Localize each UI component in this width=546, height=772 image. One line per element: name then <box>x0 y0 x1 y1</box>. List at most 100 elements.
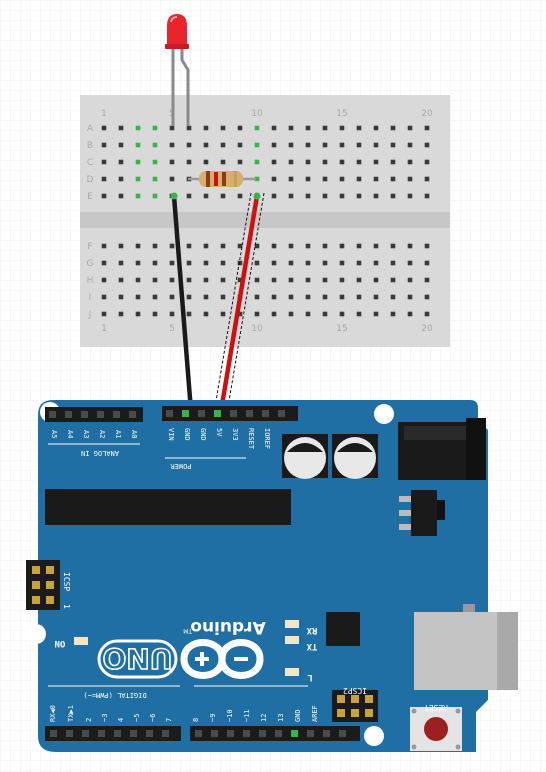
breadboard-row-letter: I <box>89 293 92 303</box>
digital-pin-label: 13 <box>277 714 285 722</box>
wire-selection-outline-right <box>226 192 265 414</box>
breadboard-hole <box>373 277 379 283</box>
reset-button[interactable] <box>410 707 462 751</box>
resistor-band-2 <box>214 172 218 186</box>
breadboard-hole <box>152 159 158 165</box>
header-pin <box>230 410 237 417</box>
breadboard-row-letter: D <box>87 175 94 185</box>
uno-text: UNO <box>103 642 173 675</box>
breadboard-hole <box>424 176 430 182</box>
breadboard-hole <box>118 311 124 317</box>
breadboard-hole <box>390 159 396 165</box>
breadboard-hole <box>288 311 294 317</box>
breadboard-hole <box>254 125 260 131</box>
breadboard-hole <box>407 176 413 182</box>
breadboard-hole <box>237 277 243 283</box>
breadboard-row-letter: C <box>87 158 93 168</box>
breadboard-hole <box>407 243 413 249</box>
breadboard-hole <box>203 243 209 249</box>
breadboard-hole <box>271 243 277 249</box>
icsp-pins <box>32 566 54 604</box>
breadboard-hole <box>101 176 107 182</box>
wire-black-gnd <box>171 193 194 414</box>
digital-pin-label: ~10 <box>226 709 234 722</box>
breadboard-hole <box>356 294 362 300</box>
header-pin <box>129 411 136 418</box>
breadboard-hole <box>152 125 158 131</box>
wires <box>170 192 265 414</box>
breadboard-hole <box>424 159 430 165</box>
digital-pin-label: RX◀0 <box>49 705 57 722</box>
digital-pin-label: ~5 <box>133 714 141 722</box>
breadboard-hole <box>135 125 141 131</box>
breadboard-hole <box>254 311 260 317</box>
breadboard-row-letter: B <box>87 141 93 151</box>
breadboard-hole <box>169 125 175 131</box>
header-pin <box>246 410 253 417</box>
l-label: L <box>307 672 313 682</box>
breadboard-hole <box>271 176 277 182</box>
breadboard-hole <box>339 193 345 199</box>
breadboard-hole <box>407 159 413 165</box>
breadboard-hole <box>271 159 277 165</box>
digital-label: DIGITAL (PWM=~) <box>83 691 146 699</box>
wire-red-end-breadboard <box>253 192 261 200</box>
usb-tab <box>463 604 475 614</box>
breadboard-hole <box>271 294 277 300</box>
icsp2-pin <box>337 709 345 717</box>
breadboard: 1155101015152020ABCDEFGHIJ <box>80 95 450 347</box>
breadboard-hole <box>322 277 328 283</box>
gnd-pin-label: GND <box>294 709 302 722</box>
icsp-pin <box>32 566 40 574</box>
header-pin <box>278 410 285 417</box>
breadboard-hole <box>101 277 107 283</box>
aref-pin-label: AREF <box>311 705 319 722</box>
breadboard-hole <box>169 243 175 249</box>
tx-label: TX <box>306 641 317 651</box>
analog-header <box>45 407 143 422</box>
breadboard-hole <box>373 176 379 182</box>
breadboard-hole <box>186 159 192 165</box>
trademark-text: TM <box>183 627 193 634</box>
breadboard-hole <box>424 277 430 283</box>
breadboard-hole <box>152 193 158 199</box>
breadboard-hole <box>407 277 413 283</box>
breadboard-hole <box>203 294 209 300</box>
breadboard-hole <box>288 294 294 300</box>
header-pin <box>50 730 57 737</box>
breadboard-hole <box>356 125 362 131</box>
icsp-pin <box>32 596 40 604</box>
breadboard-hole <box>373 260 379 266</box>
breadboard-hole <box>254 142 260 148</box>
breadboard-hole <box>356 159 362 165</box>
breadboard-hole <box>118 294 124 300</box>
breadboard-hole <box>135 159 141 165</box>
breadboard-hole <box>322 159 328 165</box>
breadboard-hole <box>424 260 430 266</box>
header-pin <box>243 730 250 737</box>
breadboard-hole <box>339 260 345 266</box>
breadboard-hole <box>186 193 192 199</box>
breadboard-hole <box>135 260 141 266</box>
power-label: POWER <box>170 462 192 470</box>
header-pin <box>113 411 120 418</box>
header-pin <box>130 730 137 737</box>
breadboard-hole <box>135 142 141 148</box>
wire-black-end-breadboard <box>170 192 178 200</box>
breadboard-hole <box>254 277 260 283</box>
breadboard-hole <box>339 125 345 131</box>
header-pin <box>82 730 89 737</box>
power-pin-label: RESET <box>247 428 255 450</box>
mount-hole-4 <box>364 726 384 746</box>
breadboard-column-number: 15 <box>336 109 347 119</box>
breadboard-hole <box>424 311 430 317</box>
breadboard-hole <box>373 142 379 148</box>
breadboard-hole <box>305 193 311 199</box>
breadboard-hole <box>152 294 158 300</box>
breadboard-hole <box>118 193 124 199</box>
breadboard-hole <box>203 260 209 266</box>
breadboard-hole <box>169 294 175 300</box>
icsp2-pin <box>337 695 345 703</box>
